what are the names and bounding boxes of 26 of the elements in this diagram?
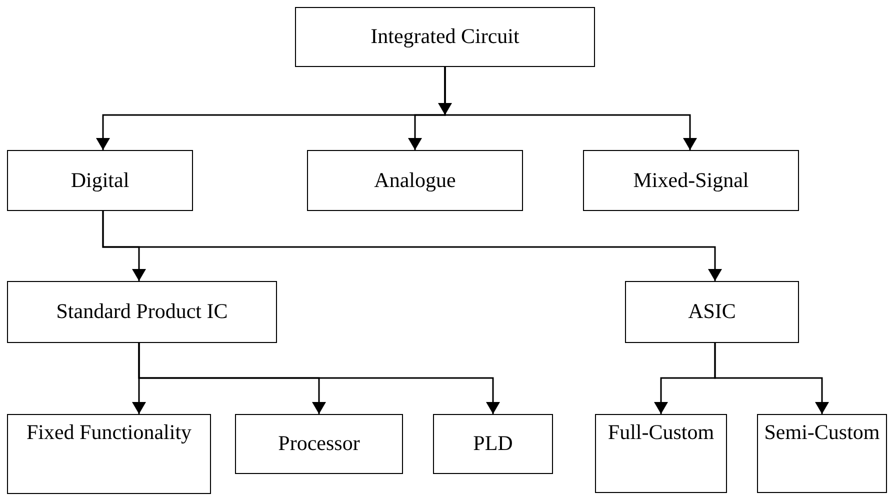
category-label: PLD: [473, 430, 513, 458]
arrow: [444, 67, 697, 150]
category-label: Analogue: [374, 166, 456, 194]
category-box: [433, 414, 553, 474]
arrow: [102, 211, 722, 281]
category-label: Semi-Custom: [764, 419, 880, 446]
category-box: [235, 414, 403, 474]
category-box: [7, 281, 277, 343]
category-box: [307, 150, 523, 211]
category-box: [757, 414, 887, 493]
category-label: Integrated Circuit: [370, 23, 520, 50]
category-box: [595, 414, 727, 493]
category-box: [7, 414, 211, 494]
category-label: Full-Custom: [608, 419, 714, 446]
category-label: Fixed Functionality: [26, 419, 192, 446]
category-label: Mixed-Signal: [633, 166, 749, 194]
category-box: [295, 7, 595, 67]
category-box: [625, 281, 799, 343]
arrow: [138, 343, 500, 414]
category-label: Standard Product IC: [56, 298, 228, 326]
arrow: [714, 343, 829, 414]
category-label: Digital: [70, 166, 130, 194]
category-box: [583, 150, 799, 211]
category-label: ASIC: [688, 298, 736, 326]
category-label: Processor: [278, 430, 360, 458]
category-box: [7, 150, 193, 211]
